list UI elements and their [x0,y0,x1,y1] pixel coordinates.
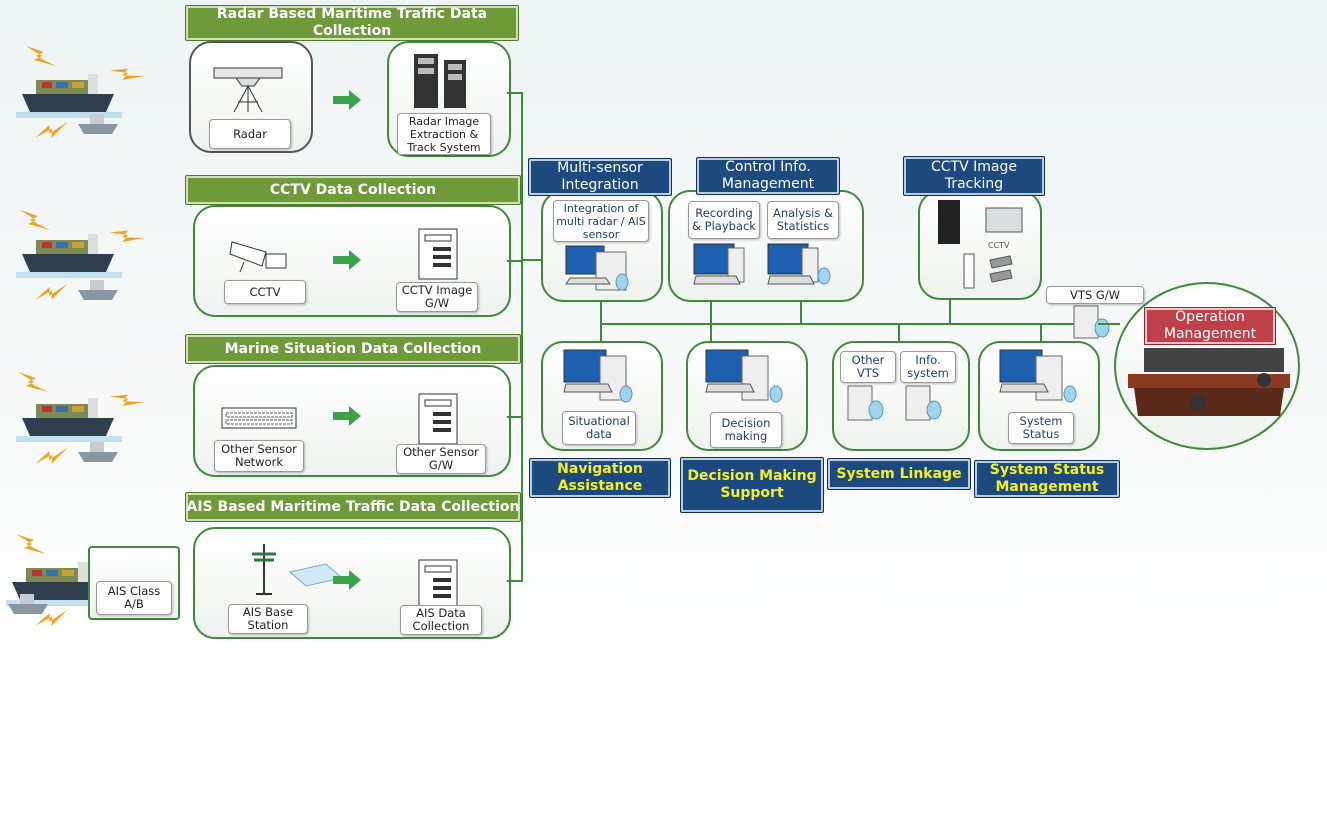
situational-data-label: Situational data [562,411,636,445]
cctv-collection-title: CCTV Data Collection [185,175,521,205]
system-status-label: System Status [1008,412,1074,444]
linkage-title: System Linkage [827,458,971,490]
analysis-statistics-label: Analysis & Statistics [767,201,839,239]
recording-playback-label: Recording & Playback [688,201,760,239]
arrow-cctv [333,250,361,270]
drop-status [1040,323,1042,343]
drop-control-left [710,298,712,342]
decision-title: Decision Making Support [680,457,824,513]
arrow-ais [333,570,361,590]
status-title: System Status Management [974,460,1120,498]
info-system-label: Info. system [900,351,956,383]
bus-tap-3 [507,416,523,418]
radar-label: Radar [209,119,291,149]
vts-to-operation [1098,323,1118,325]
operation-title: Operation Management [1144,307,1276,345]
collection-bus-line [521,92,523,582]
cctv-device-label: CCTV [988,241,1010,250]
navigation-workstation-icon [563,349,633,403]
operation-room-icon [1128,348,1290,416]
linkage-server-2-icon [905,385,942,421]
other-sensor-gateway-label: Other Sensor G/W [396,444,486,474]
ship-icons [6,46,145,636]
decision-making-label: Decision making [710,412,782,448]
radar-collection-title: Radar Based Maritime Traffic Data Collec… [185,5,519,41]
bus-tap-4 [507,580,523,582]
bus-tap-1 [507,92,523,94]
vts-gateway-label: VTS G/W [1046,286,1144,304]
marine-collection-title: Marine Situation Data Collection [185,334,521,364]
drop-multisensor [600,298,602,342]
workstation-icon [565,245,629,291]
multisensor-title: Multi-sensor Integration [528,158,672,196]
other-sensor-network-label: Other Sensor Network [214,440,304,472]
navigation-title: Navigation Assistance [529,458,671,498]
linkage-server-1-icon [847,385,884,421]
decision-workstation-icon [705,349,783,403]
ais-collection-title: AIS Based Maritime Traffic Data Collecti… [185,492,521,522]
multisensor-label: Integration of multi radar / AIS sensor [553,200,649,242]
bus-tap-2 [507,260,523,262]
server-rack-icon [414,54,466,108]
radar-antenna-icon [213,67,283,113]
drop-linkage [898,323,900,343]
bus-to-system [521,259,541,261]
ais-data-collection-label: AIS Data Collection [400,605,482,635]
cctv-gateway-label: CCTV Image G/W [396,282,478,312]
ais-class-label: AIS Class A/B [96,581,172,615]
arrow-marine [333,406,361,426]
arrow-radar [333,90,361,110]
cctv-label: CCTV [224,280,306,304]
drop-cctv-tracking [949,296,951,324]
main-horizontal-bus [600,323,1120,325]
cctv-gateway-icon [418,228,458,280]
control-workstation-2-icon [767,243,831,285]
drop-control-right [800,298,802,324]
status-workstation-icon [999,349,1077,403]
cctv-camera-icon [229,241,287,273]
control-title: Control Info. Management [696,157,840,195]
radar-target-label: Radar Image Extraction & Track System [397,113,491,155]
ais-base-station-label: AIS Base Station [228,604,308,634]
vts-gateway-server-icon [1073,305,1110,339]
other-vts-label: Other VTS [840,351,896,383]
cctv-tracking-title: CCTV Image Tracking [903,156,1045,196]
sensor-network-icon [221,407,297,429]
ais-gateway-icon [418,559,458,611]
ais-base-station-icon [252,544,344,595]
sensor-gateway-icon [418,393,458,445]
control-workstation-1-icon [693,243,745,285]
cctv-tracking-equipment-icon [938,200,1023,289]
